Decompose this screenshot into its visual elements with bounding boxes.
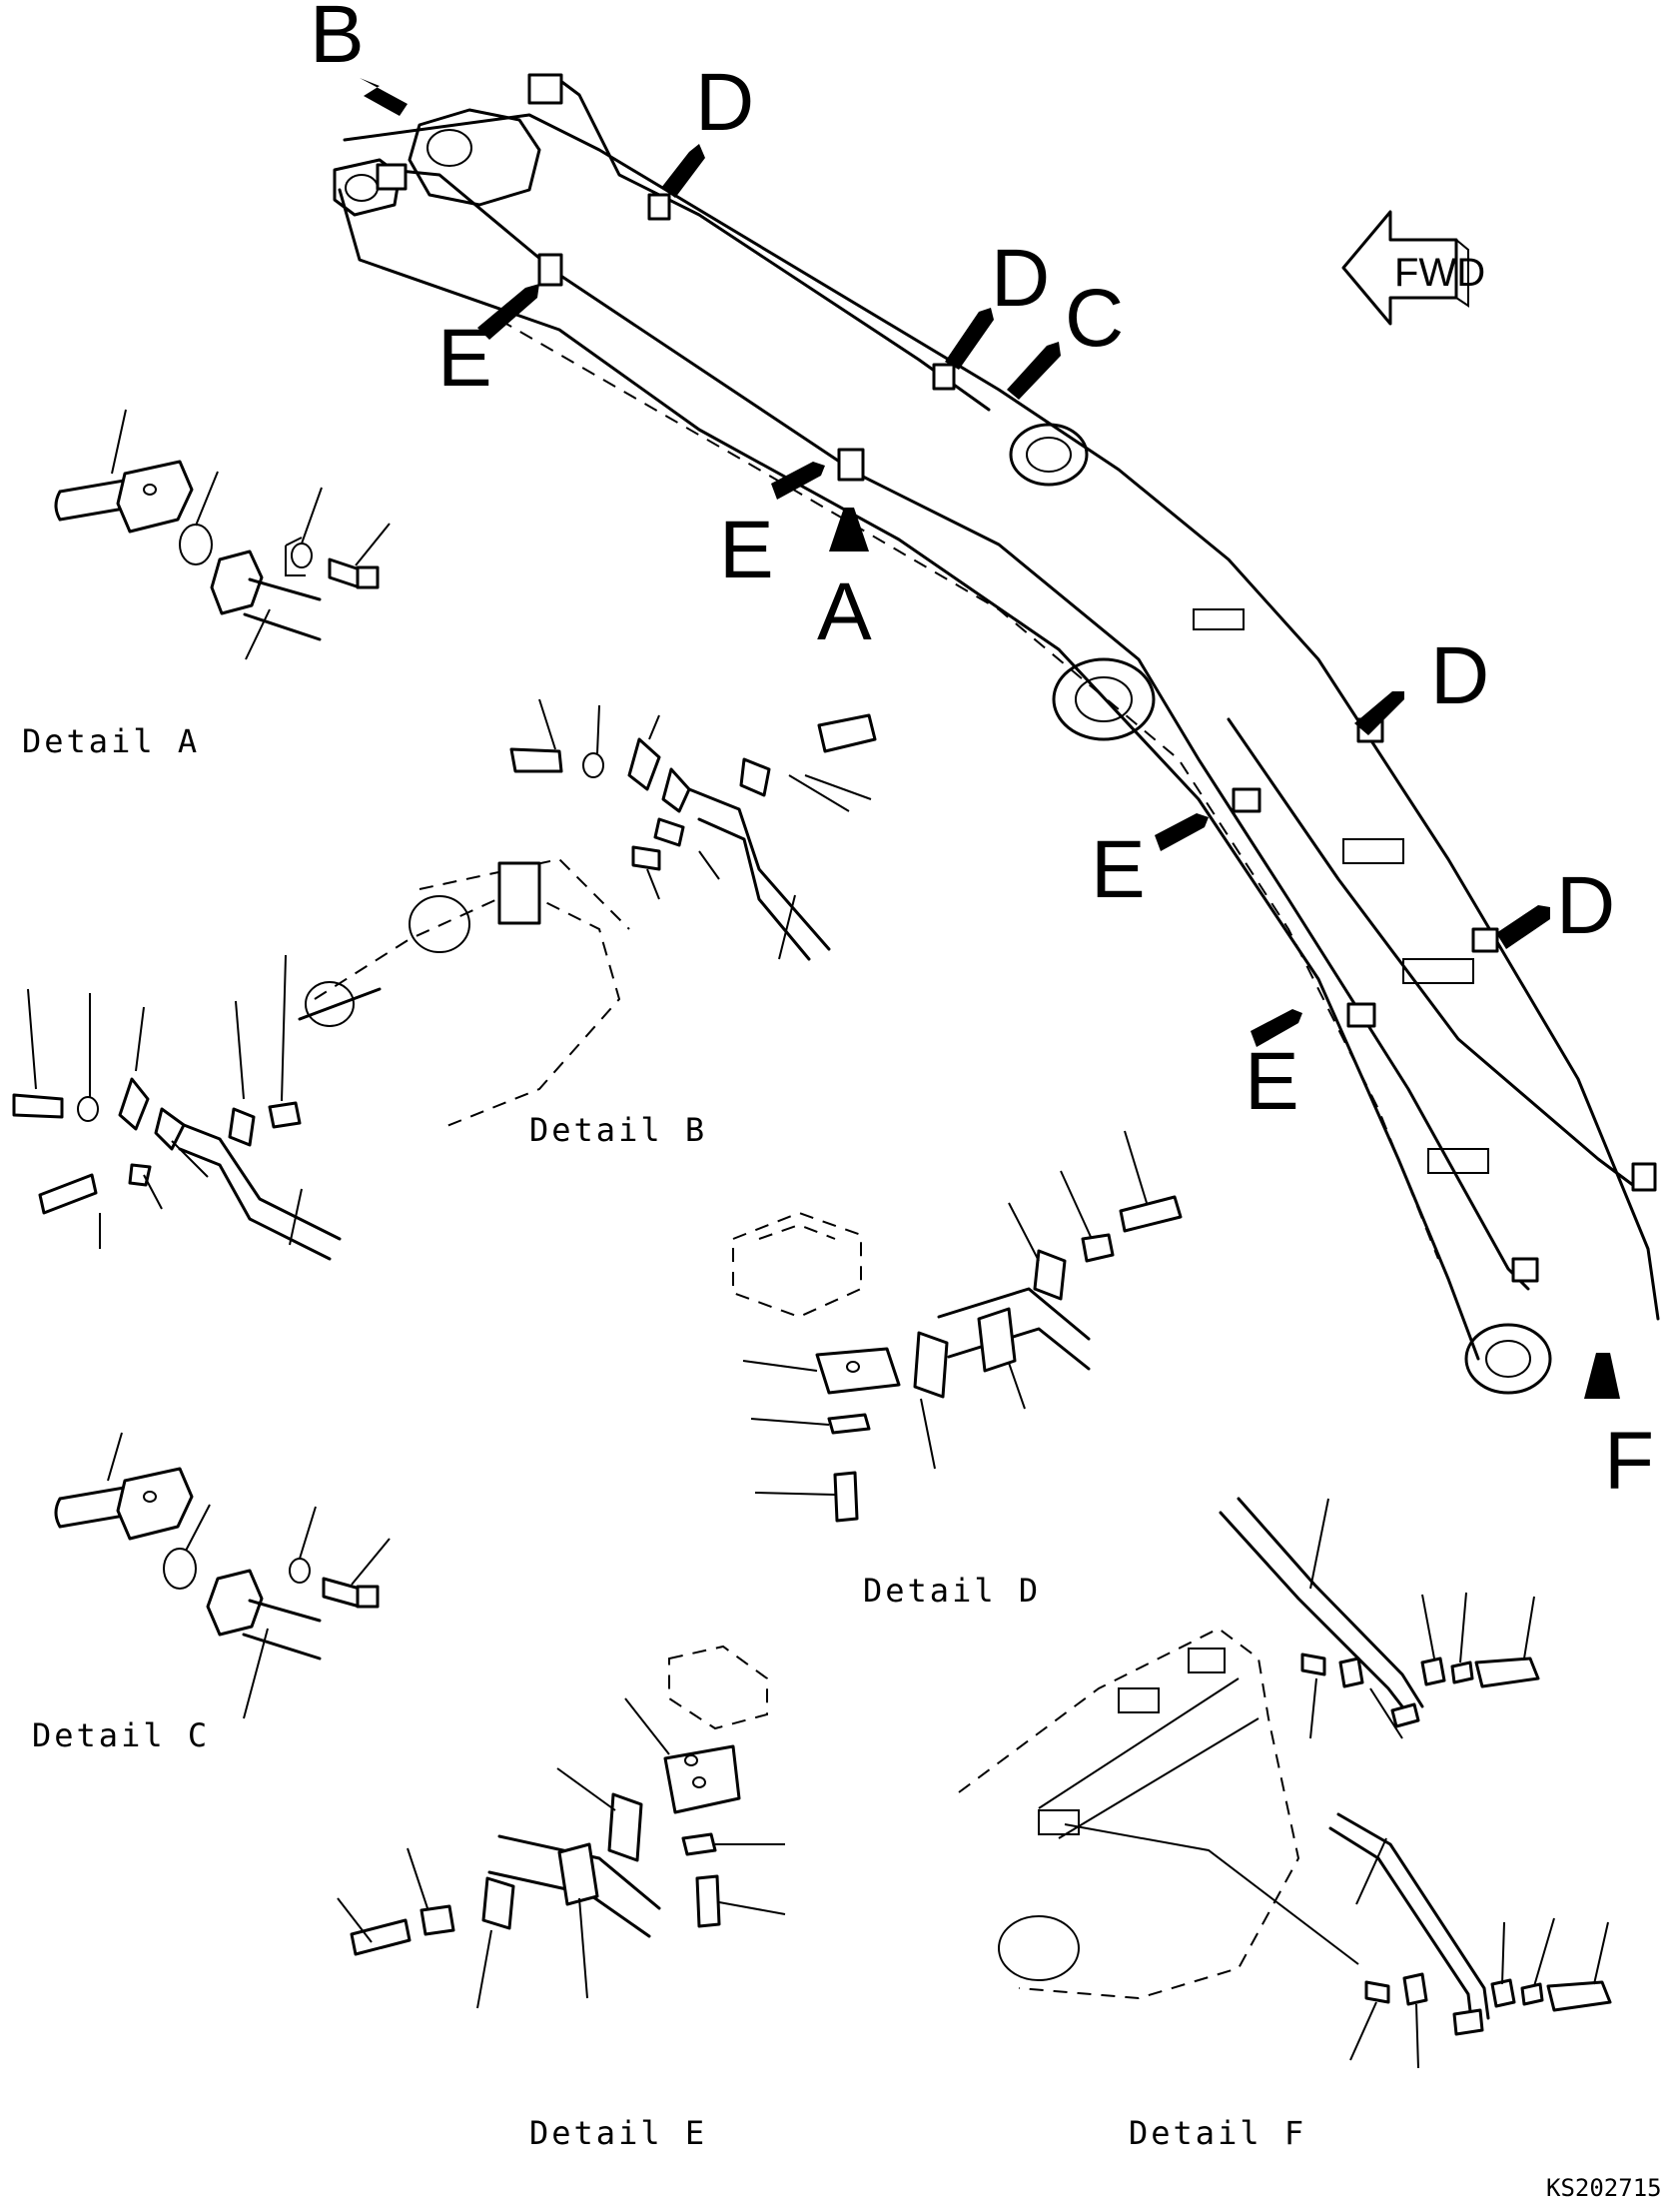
fwd-label: FWD [1394, 251, 1485, 295]
callout-e2: E [719, 505, 774, 595]
callout-a: A [817, 566, 872, 657]
callout-e3: E [1091, 824, 1146, 915]
caption-detail-a: Detail A [22, 722, 200, 760]
arrow-f [1584, 1353, 1620, 1399]
arrow-d2 [945, 308, 994, 370]
caption-detail-b: Detail B [529, 1111, 707, 1149]
callout-letters: B D E D C E A D E D E F [310, 0, 1654, 1507]
fwd-arrow-icon: FWD [1341, 210, 1485, 326]
drawing-code: KS202715 [1546, 2174, 1662, 2202]
arrow-d4 [1496, 905, 1550, 949]
detail-d-drawing [732, 1130, 1183, 1523]
callout-d1: D [695, 57, 754, 148]
detail-a-drawing [54, 409, 391, 660]
callout-f: F [1604, 1416, 1654, 1507]
caption-detail-c: Detail C [32, 1716, 210, 1754]
detail-b-drawing [12, 698, 877, 1261]
detail-e-drawing [337, 1645, 786, 2009]
callout-d4: D [1556, 860, 1615, 951]
arrow-a [829, 508, 869, 552]
arrow-e1 [477, 284, 539, 340]
caption-detail-e: Detail E [529, 2114, 707, 2152]
callout-d2: D [991, 233, 1050, 324]
callout-b: B [310, 0, 365, 80]
arrow-c [1007, 342, 1061, 400]
detail-f-drawing [958, 1497, 1612, 2069]
caption-detail-d: Detail D [863, 1572, 1041, 1610]
caption-detail-f: Detail F [1129, 2114, 1306, 2152]
arrow-d3 [1354, 691, 1404, 735]
arrow-e3 [1155, 813, 1209, 851]
arrow-b [360, 78, 408, 116]
callout-e4: E [1245, 1036, 1299, 1127]
arrow-d1 [661, 144, 705, 198]
callout-arrows [360, 78, 1620, 1399]
callout-e1: E [437, 313, 492, 404]
callout-d3: D [1430, 630, 1489, 721]
arrow-e4 [1251, 1009, 1302, 1047]
detail-c-drawing [54, 1432, 391, 1719]
arrow-e2 [771, 462, 825, 500]
callout-c: C [1065, 273, 1124, 364]
